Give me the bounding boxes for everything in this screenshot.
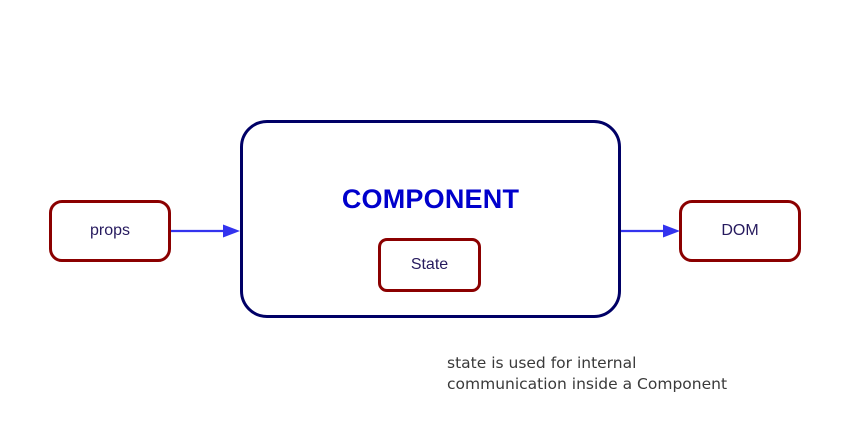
diagram-caption: state is used for internal communication… [447, 354, 728, 393]
component-title: COMPONENT [341, 184, 520, 214]
arrow-props-to-component [171, 224, 240, 238]
props-box: props [49, 200, 171, 262]
dom-box: DOM [679, 200, 801, 262]
arrow-component-to-dom [621, 224, 680, 238]
state-box: State [378, 238, 481, 292]
state-label: State [410, 256, 449, 273]
props-label: props [89, 222, 131, 239]
dom-label: DOM [721, 222, 759, 239]
